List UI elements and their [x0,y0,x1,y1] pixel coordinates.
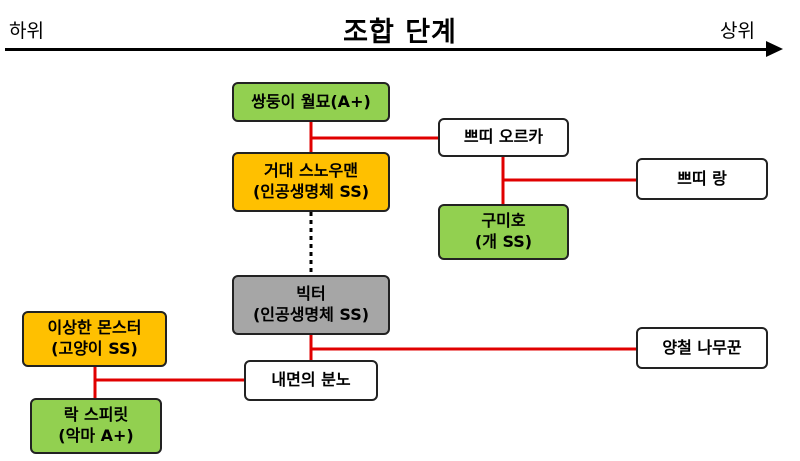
node-ppeutti-orka: 쁘띠 오르카 [438,118,569,157]
node-sublabel: (인공생명체 SS) [252,182,370,201]
axis-upper-label: 상위 [720,20,755,42]
node-tin-woodcutter: 양철 나무꾼 [636,327,768,369]
node-label: 양철 나무꾼 [662,337,742,357]
diagram-title: 조합 단계 [343,17,457,48]
node-sublabel: (개 SS) [474,232,533,251]
node-gumiho: 구미호 (개 SS) [438,204,569,260]
node-label: 이상한 몬스터 [47,318,142,338]
node-victor: 빅터 (인공생명체 SS) [232,275,390,335]
node-sublabel: (인공생명체 SS) [252,305,370,324]
node-strange-monster: 이상한 몬스터 (고양이 SS) [22,311,167,367]
node-ppeutti-rang: 쁘띠 랑 [636,158,768,200]
node-label: 구미호 [481,211,526,231]
node-sublabel: (고양이 SS) [51,339,138,358]
node-label: 빅터 [296,284,326,304]
node-label: 쁘띠 랑 [677,168,727,188]
node-inner-anger: 내면의 분노 [244,360,378,401]
arrow-right-icon [766,41,783,57]
node-ssangdung-wolmyo: 쌍둥이 월묘(A+) [232,82,390,122]
node-rock-spirit: 락 스피릿 (악마 A+) [30,398,162,454]
node-label: 쌍둥이 월묘(A+) [251,91,371,111]
node-sublabel: (악마 A+) [58,426,134,445]
node-label: 락 스피릿 [63,405,129,425]
axis-lower-label: 하위 [9,20,44,42]
node-label: 거대 스노우맨 [264,161,358,181]
node-label: 쁘띠 오르카 [463,127,544,147]
level-axis-line [5,48,770,51]
node-label: 내면의 분노 [271,370,351,390]
node-giant-snowman: 거대 스노우맨 (인공생명체 SS) [232,152,390,212]
